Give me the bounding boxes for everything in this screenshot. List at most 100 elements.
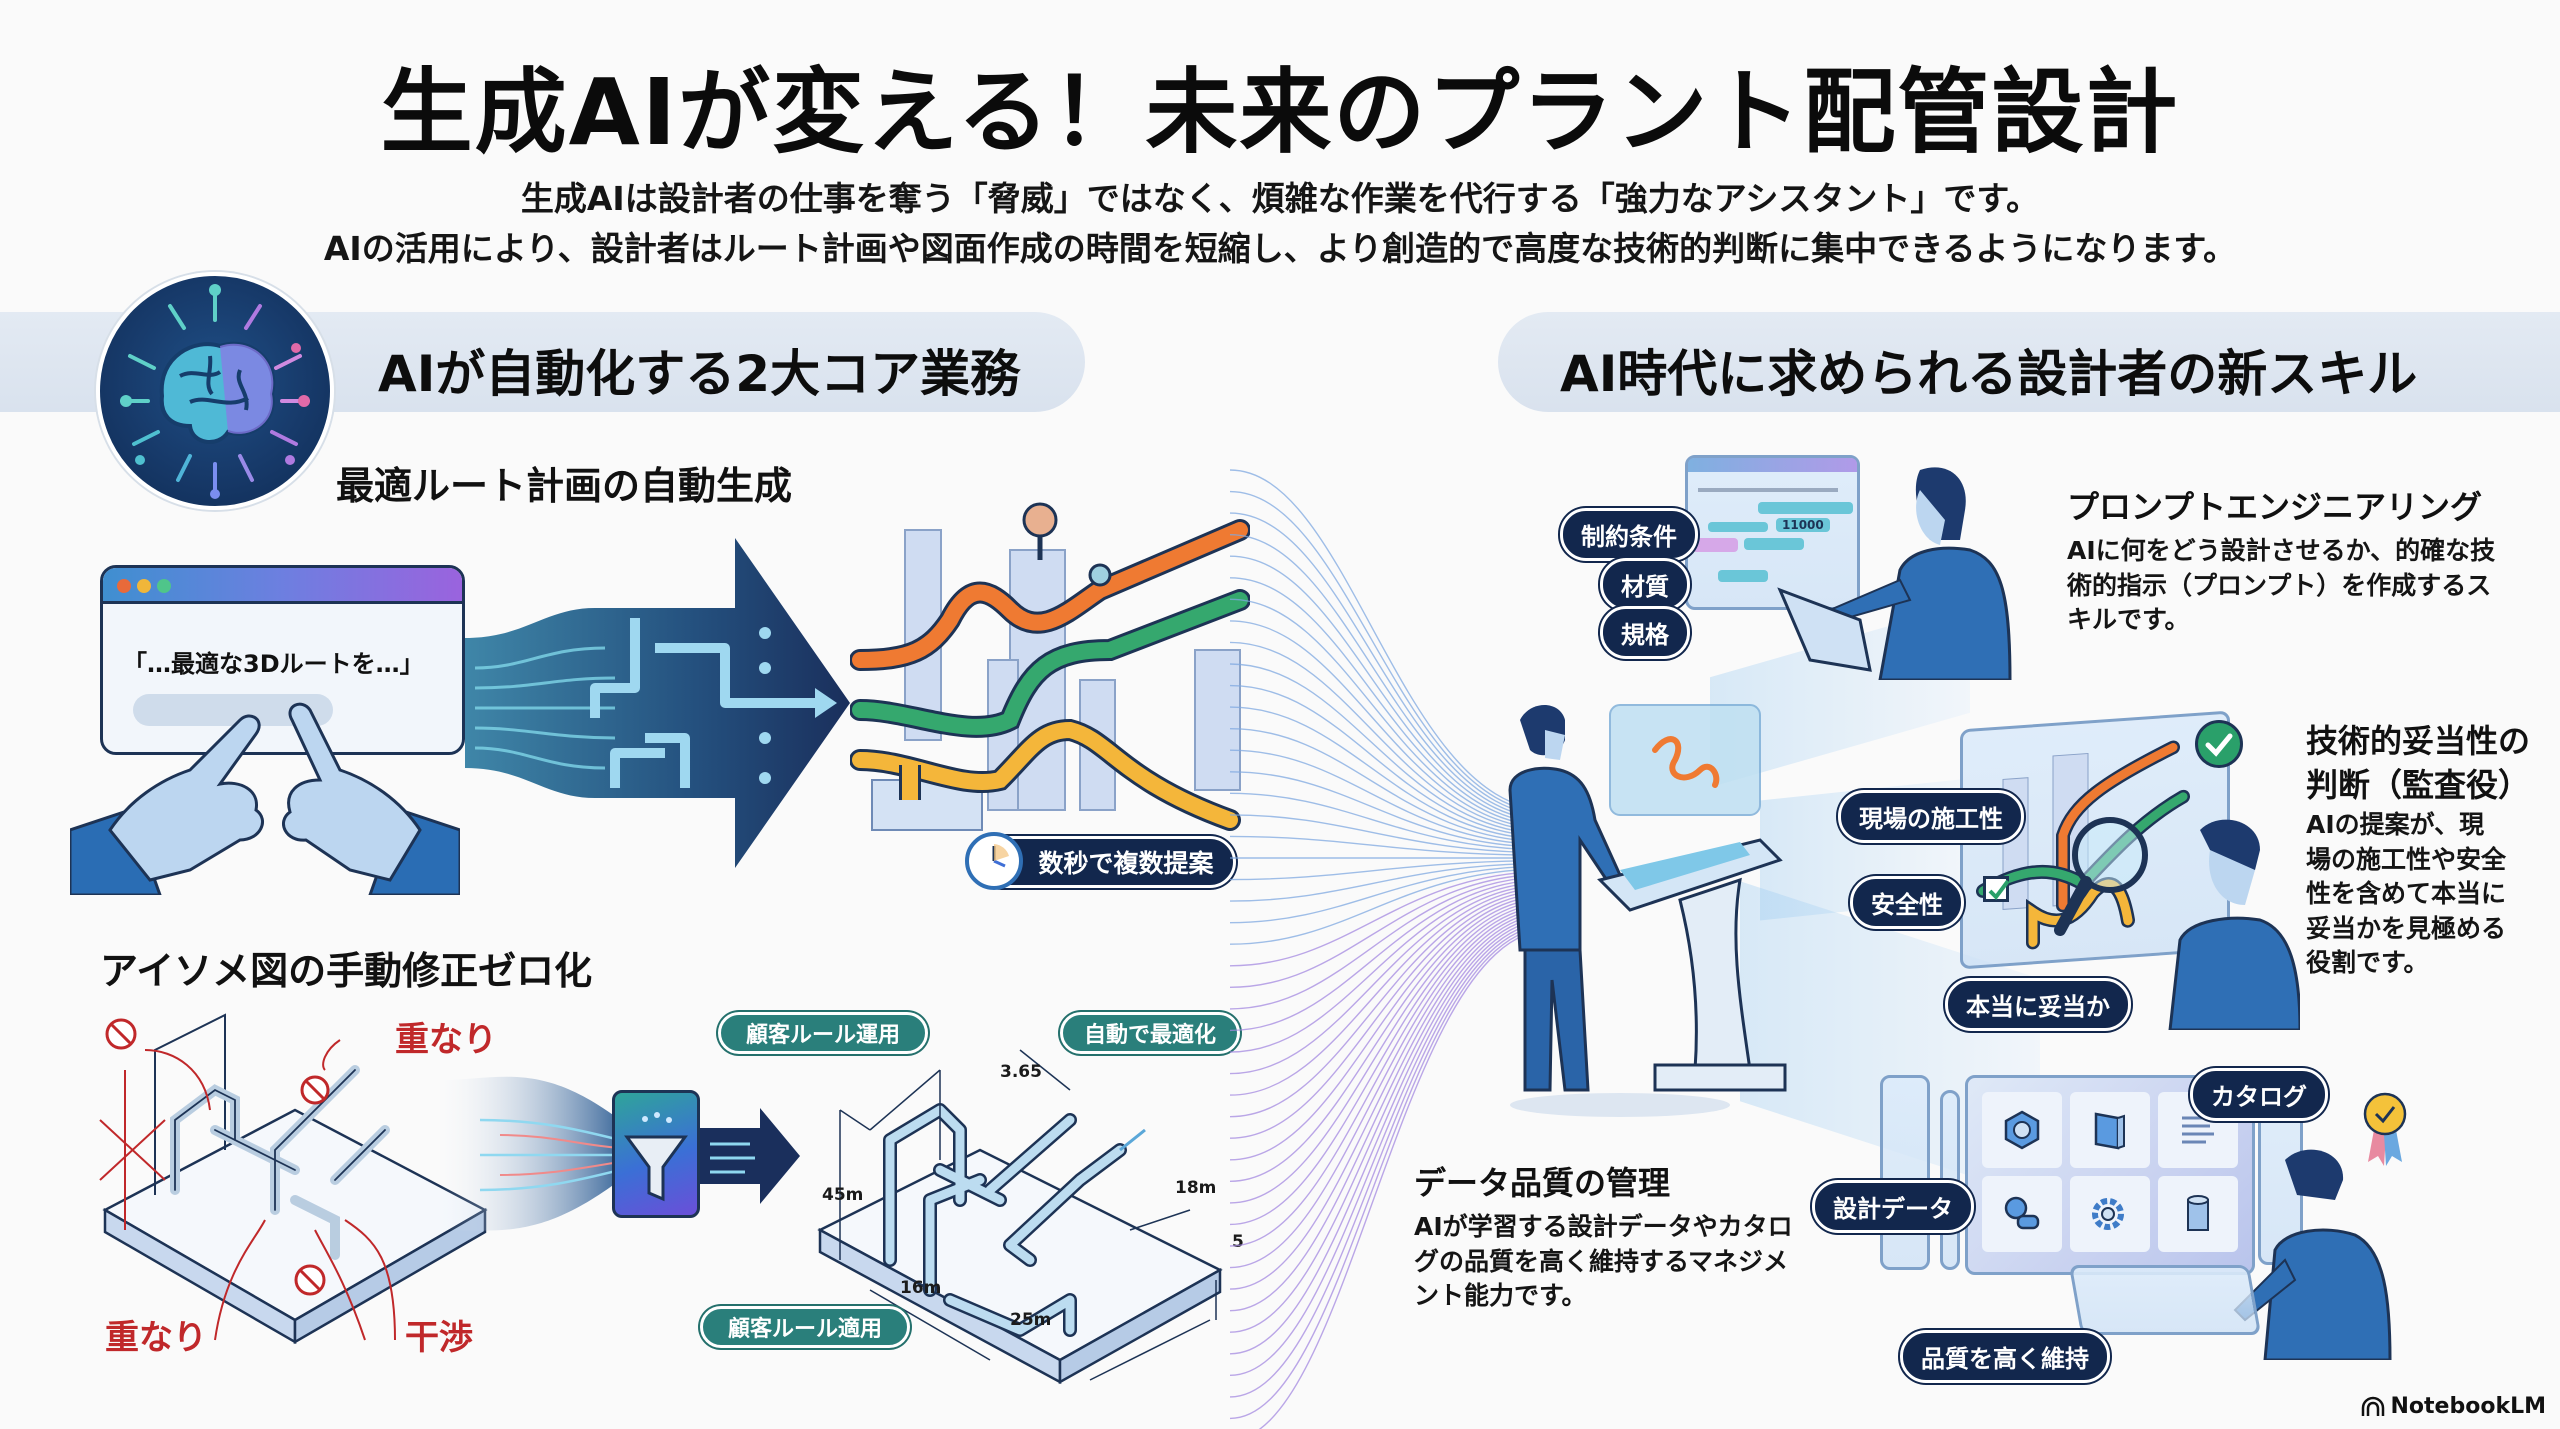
wave-line (1230, 897, 1550, 1183)
wave-line (1230, 881, 1550, 1053)
wave-line (1230, 555, 1550, 822)
dimension-25m: 25m (1010, 1310, 1052, 1330)
wave-line (1230, 867, 1550, 945)
material-tag: 材質 (1600, 558, 1690, 611)
wave-line (1230, 792, 1550, 851)
auto-optimize-tag: 自動で最適化 (1060, 1012, 1240, 1054)
prompt-text: 「…最適な3Dルートを…」 (123, 650, 424, 678)
data-quality-description: AIが学習する設計データやカタログの品質を高く維持するマネジメント能力です。 (1414, 1212, 1793, 1310)
catalog-item-cylinder (2158, 1176, 2238, 1252)
wave-line (1230, 598, 1550, 827)
wave-line (1230, 875, 1550, 1010)
notebooklm-brand: NotebookLM (2361, 1394, 2546, 1419)
dimension-3-65: 3.65 (1000, 1062, 1042, 1082)
wave-line (1230, 835, 1550, 857)
wave-line (1230, 926, 1550, 1420)
seconds-multiple-proposals-badge: 数秒で複数提案 (976, 836, 1236, 888)
wave-line (1230, 889, 1550, 1118)
wave-line (1230, 512, 1550, 817)
standard-tag: 規格 (1600, 606, 1690, 659)
wave-line (1230, 905, 1550, 1247)
3d-pipe-routes-illustration (850, 502, 1250, 831)
data-manager-figure (2233, 1149, 2392, 1360)
filter-icon (612, 1090, 700, 1218)
overlap-label-bottom: 重なり (105, 1318, 207, 1358)
validation-title-line-2: 判断（監査役） (2306, 766, 2531, 804)
catalog-item-nut (1982, 1092, 2062, 1168)
validation-title-line-1: 技術的妥当性の (2306, 722, 2531, 760)
interference-label: 干渉 (405, 1318, 473, 1358)
customer-rule-tag-bottom: 顧客ルール適用 (700, 1306, 910, 1348)
designer-at-console-figure (1508, 704, 1787, 1117)
wave-line (1230, 706, 1550, 841)
wave-line (1258, 929, 1550, 1429)
output-arrow (700, 1108, 800, 1204)
wave-line (1230, 577, 1550, 825)
quality-badge-ribbon-icon (2363, 1092, 2407, 1166)
design-data-tag: 設計データ (1812, 1180, 1974, 1233)
nut-icon (2004, 1110, 2040, 1150)
wave-line (1230, 862, 1550, 902)
gear-icon (2092, 1198, 2124, 1230)
wave-line (1230, 923, 1550, 1398)
wave-line (1230, 870, 1550, 967)
right-section-title: AI時代に求められる設計者の新スキル (1560, 345, 2418, 403)
wave-line (1230, 859, 1550, 881)
wave-line (1230, 883, 1550, 1075)
wave-line (1230, 907, 1550, 1269)
lead-text-line-1: 生成AIは設計者の仕事を奪う「脅威」ではなく、煩雑な作業を代行する「強力なアシス… (520, 179, 2040, 218)
left-section-title: AIが自動化する2大コア業務 (378, 345, 1021, 403)
wave-line (1230, 918, 1550, 1355)
window-dot-green (157, 579, 171, 593)
window-dot-yellow (137, 579, 151, 593)
dimension-16m: 16m (900, 1278, 942, 1298)
checkmark-approved-icon (2195, 720, 2243, 768)
validation-description: AIの提案が、現場の施工性や安全性を含めて本当に妥当かを見極める役割です。 (2306, 810, 2507, 977)
catalog-item-book (2070, 1092, 2150, 1168)
wave-line (1230, 684, 1550, 838)
lead-text-line-2: AIの活用により、設計者はルート計画や図面作成の時間を短縮し、より創造的で高度な… (323, 229, 2237, 268)
wave-line (1230, 915, 1550, 1333)
tablet-device (2068, 1265, 2262, 1335)
wave-line (1230, 533, 1550, 819)
designer-with-laptop-figure (1777, 467, 2012, 680)
notebooklm-logo-icon (2361, 1396, 2384, 1416)
prompt-window: 「…最適な3Dルートを…」 (100, 565, 465, 755)
dimension-18m: 18m (1175, 1178, 1217, 1198)
isometric-heading: アイソメ図の手動修正ゼロ化 (100, 949, 593, 993)
wave-line (1230, 886, 1550, 1096)
customer-rule-tag-top: 顧客ルール運用 (718, 1012, 928, 1054)
dimension-45m: 45m (822, 1185, 864, 1205)
corrected-isometric-drawing (817, 1049, 1223, 1385)
data-quality-title: データ品質の管理 (1414, 1164, 1671, 1202)
maintain-quality-tag: 品質を高く維持 (1900, 1330, 2110, 1383)
wave-line (1230, 873, 1550, 989)
constraint-tag: 制約条件 (1560, 508, 1698, 561)
wave-line (1230, 469, 1550, 811)
brain-badge (96, 272, 334, 510)
prompt-engineering-title: プロンプトエンジニアリング (2067, 488, 2483, 526)
wave-line (1230, 878, 1550, 1032)
constructability-tag: 現場の施工性 (1838, 790, 2024, 843)
route-planning-heading: 最適ルート計画の自動生成 (336, 464, 793, 508)
catalog-grid (1982, 1092, 2238, 1252)
auditor-figure (2168, 819, 2300, 1030)
wave-line (1230, 899, 1550, 1204)
magnifying-glass-icon (2054, 817, 2148, 936)
wave-line (1230, 865, 1550, 924)
really-valid-tag: 本当に妥当か (1945, 978, 2131, 1031)
brain-icon (120, 284, 310, 499)
window-dot-red (117, 579, 131, 593)
dimension-5: 5 (1232, 1232, 1244, 1252)
screen-value: 11000 (1776, 518, 1830, 532)
wave-line (1230, 749, 1550, 846)
wave-line (1230, 663, 1550, 835)
wave-line (1230, 910, 1550, 1290)
window-titlebar (103, 568, 462, 604)
catalog-item-fittings (1982, 1176, 2062, 1252)
ai-processing-arrow (465, 538, 850, 868)
pipe-fittings-icon (2004, 1196, 2040, 1230)
stopwatch-icon (965, 832, 1023, 890)
wave-line (1230, 814, 1550, 854)
wave-line (1230, 891, 1550, 1139)
